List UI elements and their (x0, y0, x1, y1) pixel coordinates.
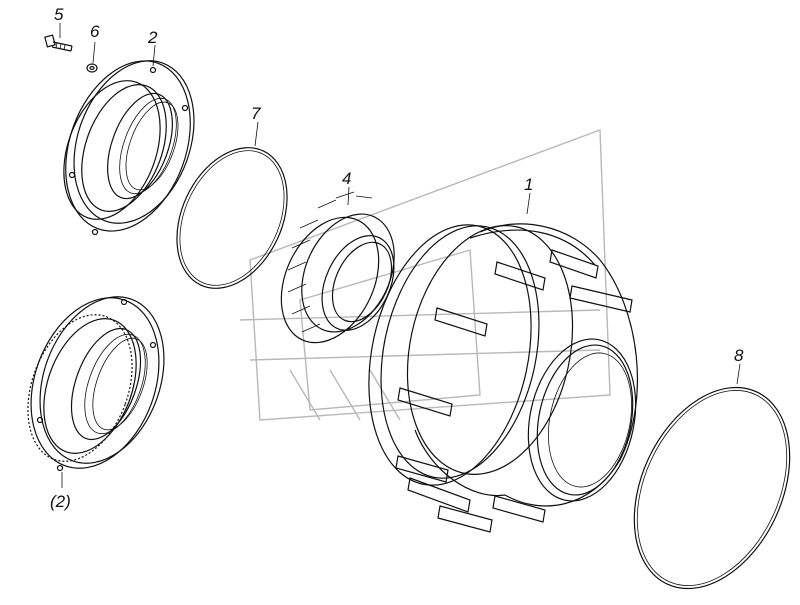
washer-part-6 (86, 41, 98, 73)
roller-bearing-part-4 (280, 186, 395, 344)
label-part-4: 4 (342, 169, 351, 188)
label-part-6: 6 (90, 22, 100, 41)
label-part-8: 8 (734, 346, 744, 365)
seal-housing-part-2-alt (27, 296, 165, 488)
bolt-part-5 (44, 23, 73, 52)
label-part-5: 5 (54, 5, 64, 24)
large-o-ring-part-8 (633, 363, 791, 590)
wheel-hub-part-1 (368, 192, 639, 533)
seal-housing-part-2 (63, 44, 195, 236)
watermark-logo (239, 129, 611, 421)
label-part-7: 7 (251, 104, 261, 123)
label-part-2-alt: (2) (50, 492, 71, 511)
label-part-1: 1 (524, 175, 533, 194)
o-ring-part-7 (176, 121, 288, 289)
label-part-2: 2 (147, 28, 158, 47)
